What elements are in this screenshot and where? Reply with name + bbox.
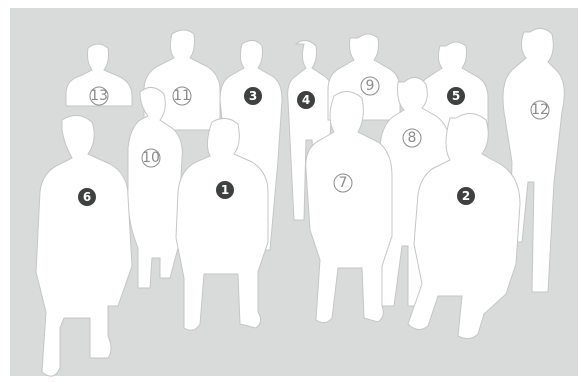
svg-text:1: 1 (221, 183, 229, 197)
badge-11: 11 (173, 87, 191, 105)
badge-13: 13 (90, 87, 108, 105)
svg-text:5: 5 (452, 89, 460, 103)
badge-4: 4 (297, 91, 315, 109)
badge-6: 6 (78, 188, 96, 206)
badge-1: 1 (216, 181, 234, 199)
svg-text:2: 2 (462, 189, 470, 203)
badge-2: 2 (457, 187, 475, 205)
person-6[interactable] (36, 115, 132, 376)
svg-text:11: 11 (173, 88, 191, 104)
badge-5: 5 (447, 87, 465, 105)
svg-text:10: 10 (142, 150, 160, 166)
svg-text:6: 6 (83, 190, 91, 204)
svg-text:12: 12 (531, 102, 549, 118)
svg-text:4: 4 (302, 93, 310, 107)
svg-text:9: 9 (366, 78, 375, 94)
svg-text:3: 3 (249, 89, 257, 103)
svg-text:13: 13 (90, 88, 108, 104)
badge-10: 10 (142, 149, 160, 167)
badge-12: 12 (531, 101, 549, 119)
svg-text:7: 7 (339, 175, 348, 191)
svg-text:8: 8 (408, 130, 417, 146)
badge-3: 3 (244, 87, 262, 105)
